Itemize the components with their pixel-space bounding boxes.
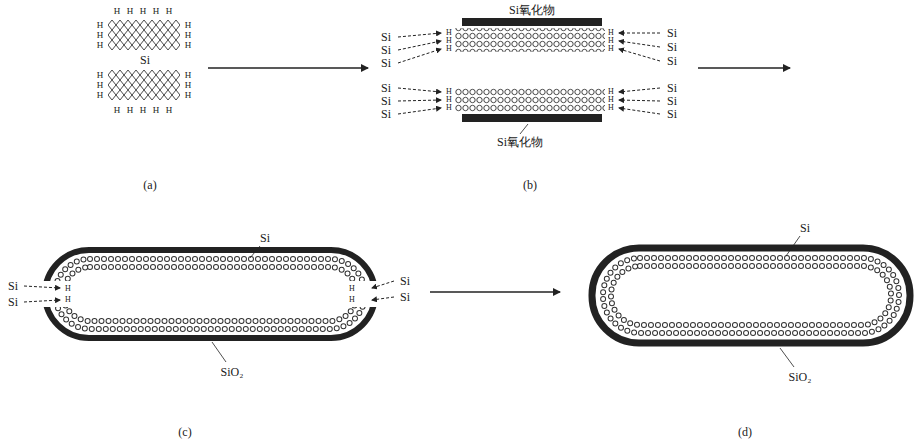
figure-label: H bbox=[608, 104, 614, 112]
figure-label: Si bbox=[8, 280, 18, 292]
figure-label: Si bbox=[400, 275, 410, 287]
figure-label: H bbox=[608, 29, 614, 37]
si-flux-arrows bbox=[24, 281, 394, 302]
figure-label: H bbox=[349, 285, 355, 293]
panel-c bbox=[24, 246, 394, 362]
figure-label: Si bbox=[140, 54, 150, 66]
figure-label: H bbox=[97, 41, 104, 50]
figure-label: H bbox=[97, 21, 104, 30]
oxide-layer bbox=[462, 114, 602, 122]
open-end bbox=[38, 281, 84, 307]
si-flux-arrows bbox=[398, 33, 660, 114]
figure-label: H bbox=[608, 45, 614, 53]
figure-label: H bbox=[97, 31, 104, 40]
figure-label: H bbox=[446, 104, 452, 112]
figure-label: H bbox=[608, 88, 614, 96]
si-atom-rows bbox=[455, 88, 605, 112]
figure-label: H bbox=[446, 88, 452, 96]
figure-label: H bbox=[166, 106, 173, 115]
figure-label: H bbox=[185, 21, 192, 30]
figure-label: H bbox=[608, 96, 614, 104]
leader-line bbox=[786, 236, 800, 256]
figure-label: Si bbox=[667, 55, 677, 67]
figure-label: SiO₂ bbox=[221, 366, 244, 378]
si-atom-ring bbox=[63, 267, 357, 321]
process-arrow bbox=[208, 67, 368, 68]
figure-label: H bbox=[97, 91, 104, 100]
figure-label: H bbox=[446, 37, 452, 45]
figure-label: H bbox=[185, 91, 192, 100]
figure-label: (a) bbox=[143, 179, 156, 191]
leader-line bbox=[520, 124, 528, 134]
figure-label: H bbox=[65, 285, 71, 293]
figure-label: H bbox=[140, 7, 147, 16]
figure-label: Si bbox=[667, 27, 677, 39]
process-arrow bbox=[430, 291, 560, 292]
figure-label: H bbox=[65, 296, 71, 304]
figure-label: H bbox=[185, 71, 192, 80]
figure-label: H bbox=[114, 106, 121, 115]
figure-label: Si bbox=[800, 222, 810, 234]
si-atom-ring bbox=[603, 258, 899, 333]
figure-label: (d) bbox=[738, 426, 752, 438]
si-atom-ring bbox=[611, 266, 891, 325]
figure-label: H bbox=[185, 41, 192, 50]
figure-label: Si bbox=[667, 108, 677, 120]
figure-label: H bbox=[446, 29, 452, 37]
figure-label: H bbox=[127, 7, 134, 16]
figure-label: Si bbox=[381, 108, 391, 120]
figure-label: (c) bbox=[178, 426, 191, 438]
sio2-shell bbox=[592, 248, 910, 343]
si-lattice bbox=[108, 20, 180, 50]
figure-label: H bbox=[185, 31, 192, 40]
oxide-layer bbox=[462, 18, 602, 26]
figure-label: H bbox=[166, 7, 173, 16]
figure-label: H bbox=[185, 81, 192, 90]
figure-label: Si氧化物 bbox=[497, 136, 543, 148]
figure-label: Si氧化物 bbox=[509, 4, 555, 16]
figure-label: H bbox=[446, 45, 452, 53]
figure-label: H bbox=[153, 106, 160, 115]
figure-label: H bbox=[446, 96, 452, 104]
figure-label: H bbox=[608, 37, 614, 45]
figure-label: Si bbox=[260, 232, 270, 244]
figure-label: Si bbox=[381, 57, 391, 69]
figure-label: Si bbox=[381, 44, 391, 56]
figure-label: H bbox=[127, 106, 134, 115]
si-atom-ring bbox=[55, 259, 365, 329]
si-lattice bbox=[108, 70, 180, 100]
figure-label: Si bbox=[667, 41, 677, 53]
sio2-shell bbox=[45, 250, 375, 338]
figure-label: H bbox=[97, 81, 104, 90]
leader-line bbox=[250, 246, 260, 258]
process-arrow bbox=[698, 67, 790, 68]
figure-label: Si bbox=[381, 31, 391, 43]
figure-label: Si bbox=[381, 82, 391, 94]
open-end bbox=[336, 281, 382, 307]
figure-label: H bbox=[140, 106, 147, 115]
figure-label: H bbox=[153, 7, 160, 16]
leader-line bbox=[780, 348, 794, 367]
figure-label: H bbox=[349, 296, 355, 304]
figure-label: Si bbox=[381, 95, 391, 107]
figure-label: (b) bbox=[523, 179, 537, 191]
si-atom-rows bbox=[455, 28, 605, 52]
panel-b bbox=[398, 18, 660, 134]
figure-label: H bbox=[97, 71, 104, 80]
figure-label: H bbox=[114, 7, 121, 16]
figure-label: Si bbox=[8, 296, 18, 308]
figure-label: Si bbox=[667, 82, 677, 94]
leader-line bbox=[212, 342, 226, 362]
figure-label: SiO₂ bbox=[789, 371, 812, 383]
figure-label: Si bbox=[667, 95, 677, 107]
panel-d bbox=[592, 236, 910, 367]
figure-label: Si bbox=[400, 291, 410, 303]
panel-a bbox=[108, 20, 180, 100]
